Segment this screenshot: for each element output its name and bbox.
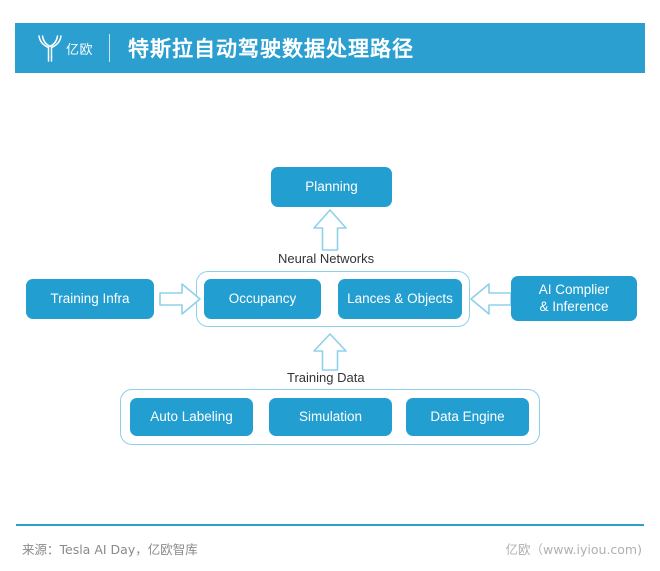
arrow-left-from-ai-compiler (469, 282, 513, 321)
node-ai-compiler-line1: AI Complier (538, 281, 610, 297)
node-lanes-objects[interactable]: Lances & Objects (338, 279, 462, 319)
brand-logo-text: 亿欧 (66, 42, 94, 58)
node-occupancy[interactable]: Occupancy (204, 279, 321, 319)
edge-label-neural-networks: Neural Networks (278, 251, 375, 266)
node-ai-compiler-line2: & Inference (539, 298, 609, 314)
node-training-infra-label: Training Infra (50, 290, 130, 306)
node-ai-compiler-inference[interactable]: AI Complier & Inference (511, 276, 637, 321)
node-simulation-label: Simulation (298, 408, 363, 424)
header-divider (109, 34, 111, 62)
arrow-up-to-neural-networks (311, 332, 349, 377)
arrow-up-to-planning (311, 208, 349, 257)
node-planning[interactable]: Planning (271, 167, 392, 207)
node-lanes-objects-label: Lances & Objects (347, 290, 453, 306)
node-data-engine-label: Data Engine (430, 408, 505, 424)
edge-label-training-data: Training Data (287, 370, 365, 385)
node-training-infra[interactable]: Training Infra (26, 279, 154, 319)
group-training-data (120, 389, 540, 445)
node-data-engine[interactable]: Data Engine (406, 398, 529, 436)
page-title: 特斯拉自动驾驶数据处理路径 (128, 37, 415, 61)
node-planning-label: Planning (305, 178, 358, 194)
brand-logo: 亿欧 (37, 33, 93, 63)
footer-divider (16, 524, 644, 526)
footer-brand-text: 亿欧（www.iyiou.com) (505, 542, 642, 557)
header-bar: 亿欧 特斯拉自动驾驶数据处理路径 (15, 23, 645, 73)
yiou-y-logo-icon (37, 33, 63, 63)
footer-source-text: 来源：Tesla AI Day，亿欧智库 (22, 542, 198, 557)
node-simulation[interactable]: Simulation (269, 398, 392, 436)
node-auto-labeling-label: Auto Labeling (150, 408, 233, 424)
node-occupancy-label: Occupancy (228, 290, 297, 306)
arrow-right-from-training-infra (158, 282, 202, 321)
node-auto-labeling[interactable]: Auto Labeling (130, 398, 253, 436)
